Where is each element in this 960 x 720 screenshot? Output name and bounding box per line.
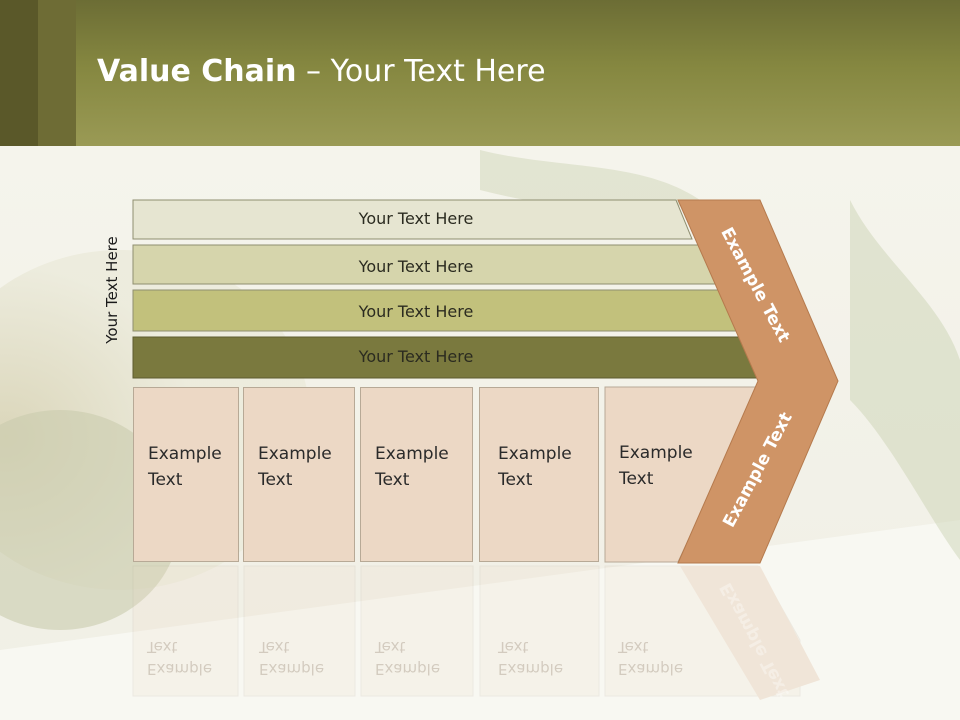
- box-reflection: [360, 565, 474, 697]
- box-1-line-2: Text: [148, 470, 183, 490]
- box-3-reflection-text: Example Text: [375, 636, 440, 680]
- chevron-arrow: [677, 199, 839, 564]
- box-3-reflection-line-1: Example: [375, 660, 441, 678]
- box-2-line-1: Example: [258, 444, 332, 464]
- box-1-line-1: Example: [148, 444, 222, 464]
- box-2-reflection-text: Example Text: [259, 636, 324, 680]
- bar-2-label: Your Text Here: [358, 257, 474, 276]
- box-2-line-2: Text: [258, 470, 293, 490]
- header-accent-dark: [0, 0, 38, 146]
- box-reflection: [132, 565, 239, 697]
- box-5-reflection-text: Example Text: [618, 636, 683, 680]
- box-4-line-2: Text: [498, 470, 533, 490]
- box-5-reflection-line-2: Text: [618, 638, 649, 656]
- box-4-reflection-text: Example Text: [498, 636, 563, 680]
- box-2-reflection-line-2: Text: [259, 638, 290, 656]
- box-4-line-1: Example: [498, 444, 572, 464]
- page-title: Value Chain – Your Text Here: [97, 54, 546, 89]
- box-1-reflection-line-2: Text: [147, 638, 178, 656]
- title-bold: Value Chain: [97, 54, 297, 89]
- box-reflection: [243, 565, 356, 697]
- bar-3-label: Your Text Here: [358, 302, 474, 321]
- bar-1-label: Your Text Here: [358, 209, 474, 228]
- title-rest: – Your Text Here: [296, 54, 546, 89]
- box-1-reflection-line-1: Example: [147, 660, 213, 678]
- box-4-reflection-line-1: Example: [498, 660, 564, 678]
- reflection-group: [132, 565, 820, 700]
- box-1-reflection-text: Example Text: [147, 636, 212, 680]
- box-5-reflection-line-1: Example: [618, 660, 684, 678]
- box-4-reflection-line-2: Text: [498, 638, 529, 656]
- box-5-line-2: Text: [619, 469, 654, 489]
- box-2-reflection-line-1: Example: [259, 660, 325, 678]
- header-accent-mid: [38, 0, 76, 146]
- box-3-line-1: Example: [375, 444, 449, 464]
- box-reflection: [479, 565, 600, 697]
- bar-1: [132, 199, 693, 240]
- header-band: [0, 0, 960, 146]
- bar-4-label: Your Text Here: [358, 347, 474, 366]
- box-3-line-2: Text: [375, 470, 410, 490]
- box-3-reflection-line-2: Text: [375, 638, 406, 656]
- arrow-reflection: [680, 566, 820, 700]
- box-5-line-1: Example: [619, 443, 693, 463]
- box-reflection: [604, 565, 801, 697]
